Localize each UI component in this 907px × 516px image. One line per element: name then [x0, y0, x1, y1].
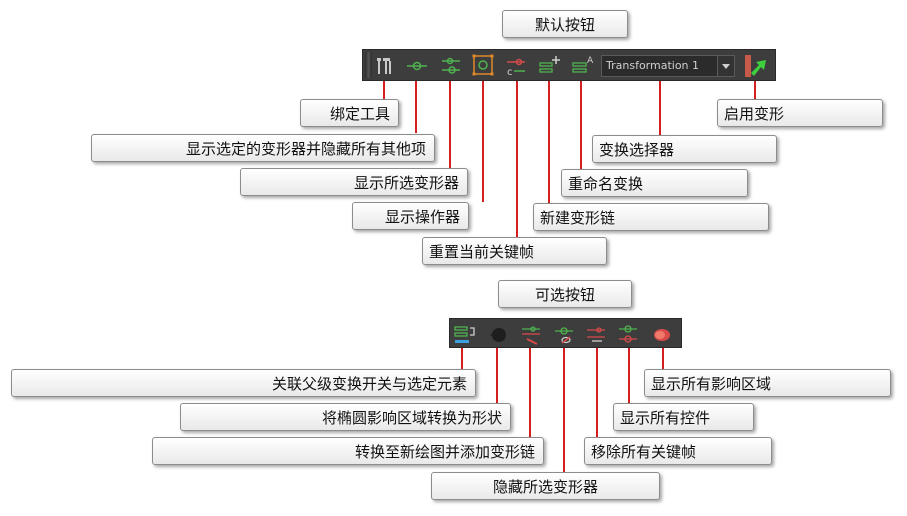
show-selected-deformers-icon[interactable]	[439, 54, 463, 78]
callout-show-all-controls: 显示所有控件	[613, 403, 754, 431]
leader-line	[548, 81, 550, 203]
callout-enable-deformation: 启用变形	[717, 99, 883, 127]
callout-hide-selected-deformers: 隐藏所选变形器	[431, 472, 660, 500]
svg-text:A: A	[587, 56, 594, 66]
callout-convert-ellipse-to-shape: 将椭圆影响区域转换为形状	[180, 403, 511, 431]
optional-toolbar	[449, 318, 682, 348]
reset-keyframe-icon[interactable]: c	[504, 54, 528, 78]
show-manipulator-icon[interactable]	[471, 53, 495, 77]
callout-bind-tool: 绑定工具	[300, 99, 399, 127]
default-buttons-header: 默认按钮	[502, 10, 628, 38]
transformation-selector-value: Transformation 1	[606, 59, 700, 72]
callout-convert-to-new-drawing: 转换至新绘图并添加变形链	[152, 437, 544, 465]
rename-transformation-icon[interactable]: A	[571, 54, 595, 78]
convert-to-new-drawing-icon[interactable]	[519, 322, 543, 346]
leader-line	[415, 81, 417, 133]
default-toolbar: c A Transformation 1	[362, 49, 776, 81]
toolbar-handle[interactable]	[365, 52, 372, 78]
callout-reset-current-keyframe: 重置当前关键帧	[422, 237, 607, 265]
remove-all-keyframes-icon[interactable]	[584, 322, 608, 346]
leader-line	[496, 348, 498, 404]
leader-line	[529, 348, 531, 438]
callout-rename-transformation: 重命名变换	[561, 169, 748, 197]
leader-line	[662, 348, 664, 370]
callout-show-selected-deformers: 显示所选变形器	[240, 168, 468, 196]
show-selected-hide-others-icon[interactable]	[405, 54, 429, 78]
leader-line	[659, 81, 661, 136]
callout-new-deformation-chain: 新建变形链	[533, 203, 769, 231]
leader-line	[516, 81, 518, 237]
leader-line	[449, 81, 451, 168]
show-all-influence-zones-icon[interactable]	[649, 322, 673, 346]
leader-line	[563, 348, 565, 473]
enable-deformation-icon[interactable]	[743, 53, 769, 79]
chevron-down-icon[interactable]	[717, 56, 734, 76]
optional-buttons-header: 可选按钮	[498, 280, 632, 308]
callout-remove-all-keyframes: 移除所有关键帧	[584, 437, 772, 465]
show-all-controls-icon[interactable]	[616, 322, 640, 346]
ellipse-to-shape-icon[interactable]	[486, 322, 510, 346]
leader-line	[754, 81, 756, 100]
leader-line	[383, 81, 385, 100]
callout-toggle-link-parent: 关联父级变换开关与选定元素	[11, 369, 476, 397]
leader-line	[482, 81, 484, 202]
link-parent-toggle-icon[interactable]	[453, 322, 477, 346]
callout-show-manipulator: 显示操作器	[352, 202, 469, 230]
callout-show-all-influence-zones: 显示所有影响区域	[644, 369, 891, 397]
transformation-selector-dropdown[interactable]: Transformation 1	[601, 55, 735, 77]
bind-tool-icon[interactable]	[374, 54, 398, 78]
leader-line	[596, 348, 598, 438]
leader-line	[580, 81, 582, 169]
svg-text:c: c	[507, 67, 513, 78]
new-deformation-chain-icon[interactable]	[537, 54, 561, 78]
callout-show-selected-hide-others: 显示选定的变形器并隐藏所有其他项	[91, 134, 435, 162]
leader-line	[461, 348, 463, 370]
hide-selected-deformers-icon[interactable]	[552, 322, 576, 346]
leader-line	[628, 348, 630, 404]
callout-transformation-selector: 变换选择器	[592, 135, 777, 163]
